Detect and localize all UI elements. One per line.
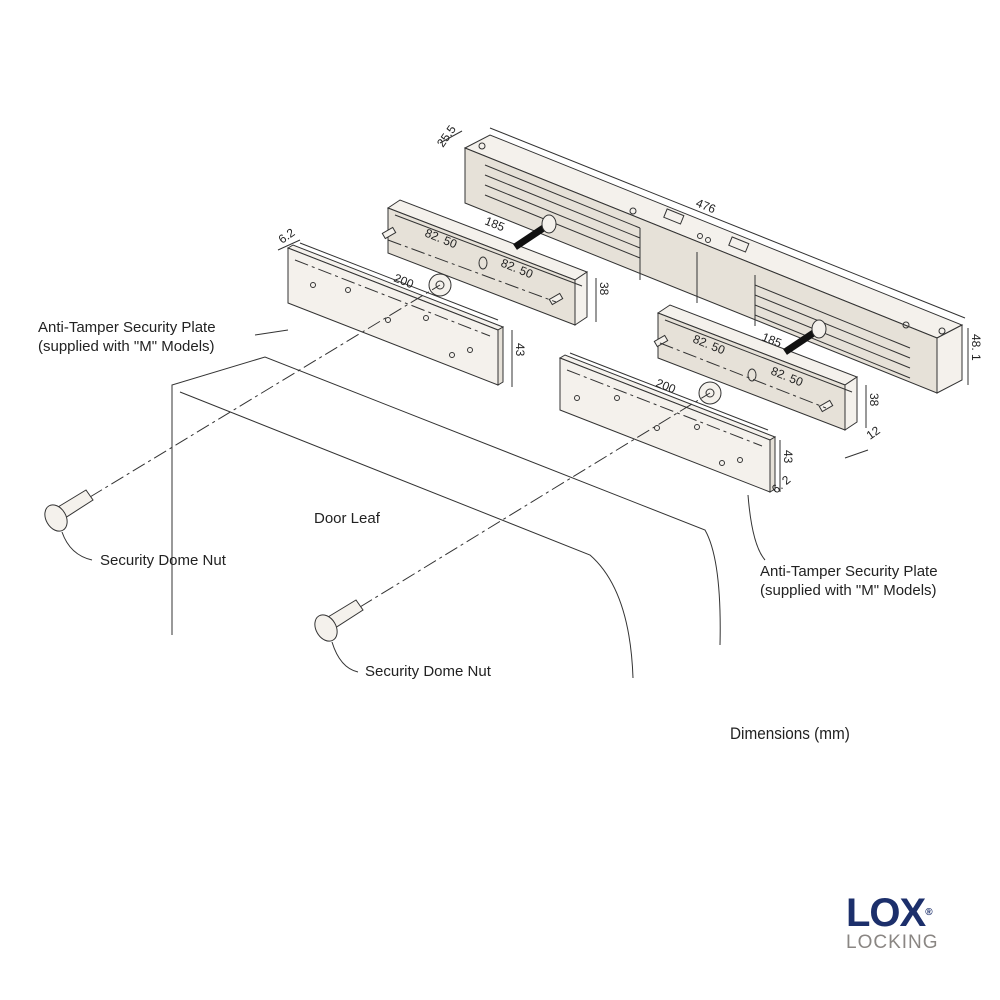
label-line: (supplied with "M" Models): [760, 582, 937, 599]
dim-magnet-length: 476: [694, 196, 718, 217]
dim-right-armature-height: 38: [867, 393, 881, 407]
centerline-left: [89, 284, 441, 498]
leader-right-plate: [747, 494, 766, 561]
dimension-lines: [277, 127, 969, 492]
armature-plate-left: [381, 199, 589, 326]
logo-brand: LOX®: [846, 893, 939, 933]
logo-registered-mark: ®: [925, 907, 932, 918]
security-plate-left: [286, 244, 505, 386]
label-dome-nut-left: Security Dome Nut: [100, 552, 226, 569]
label-line: (supplied with "M" Models): [38, 338, 215, 355]
label-line: Anti-Tamper Security Plate: [760, 563, 938, 580]
dimensions-note: Dimensions (mm): [730, 724, 850, 743]
dim-left-plate-height: 43: [513, 343, 527, 357]
label-security-plate-right: Anti-Tamper Security Plate (supplied wit…: [760, 562, 938, 600]
door-leaf-outline: [171, 356, 721, 679]
label-security-plate-left: Anti-Tamper Security Plate (supplied wit…: [38, 318, 216, 356]
security-plate-right: [558, 354, 777, 493]
dim-right-armature-thickness: 12: [864, 423, 883, 442]
label-line: Anti-Tamper Security Plate: [38, 319, 216, 336]
label-door-leaf: Door Leaf: [314, 510, 380, 527]
dim-magnet-height: 48. 1: [969, 334, 983, 361]
dim-left-plate-offset: 6.2: [276, 225, 298, 246]
dome-nut-left: [44, 489, 94, 561]
dim-magnet-depth: 25.5: [434, 122, 459, 149]
logo-brand-text: LOX: [846, 891, 926, 935]
dim-right-plate-height: 43: [781, 450, 795, 464]
lox-locking-logo: LOX® LOCKING: [846, 893, 939, 953]
centerline-right: [359, 392, 711, 608]
logo-subtitle: LOCKING: [846, 932, 939, 953]
label-dome-nut-right: Security Dome Nut: [365, 663, 491, 680]
leader-left-plate: [254, 329, 289, 336]
centerline-left-pins: [387, 239, 557, 303]
centerline-right-pins: [659, 342, 827, 409]
dim-left-armature-height: 38: [597, 282, 611, 296]
dome-nut-right: [314, 599, 364, 673]
